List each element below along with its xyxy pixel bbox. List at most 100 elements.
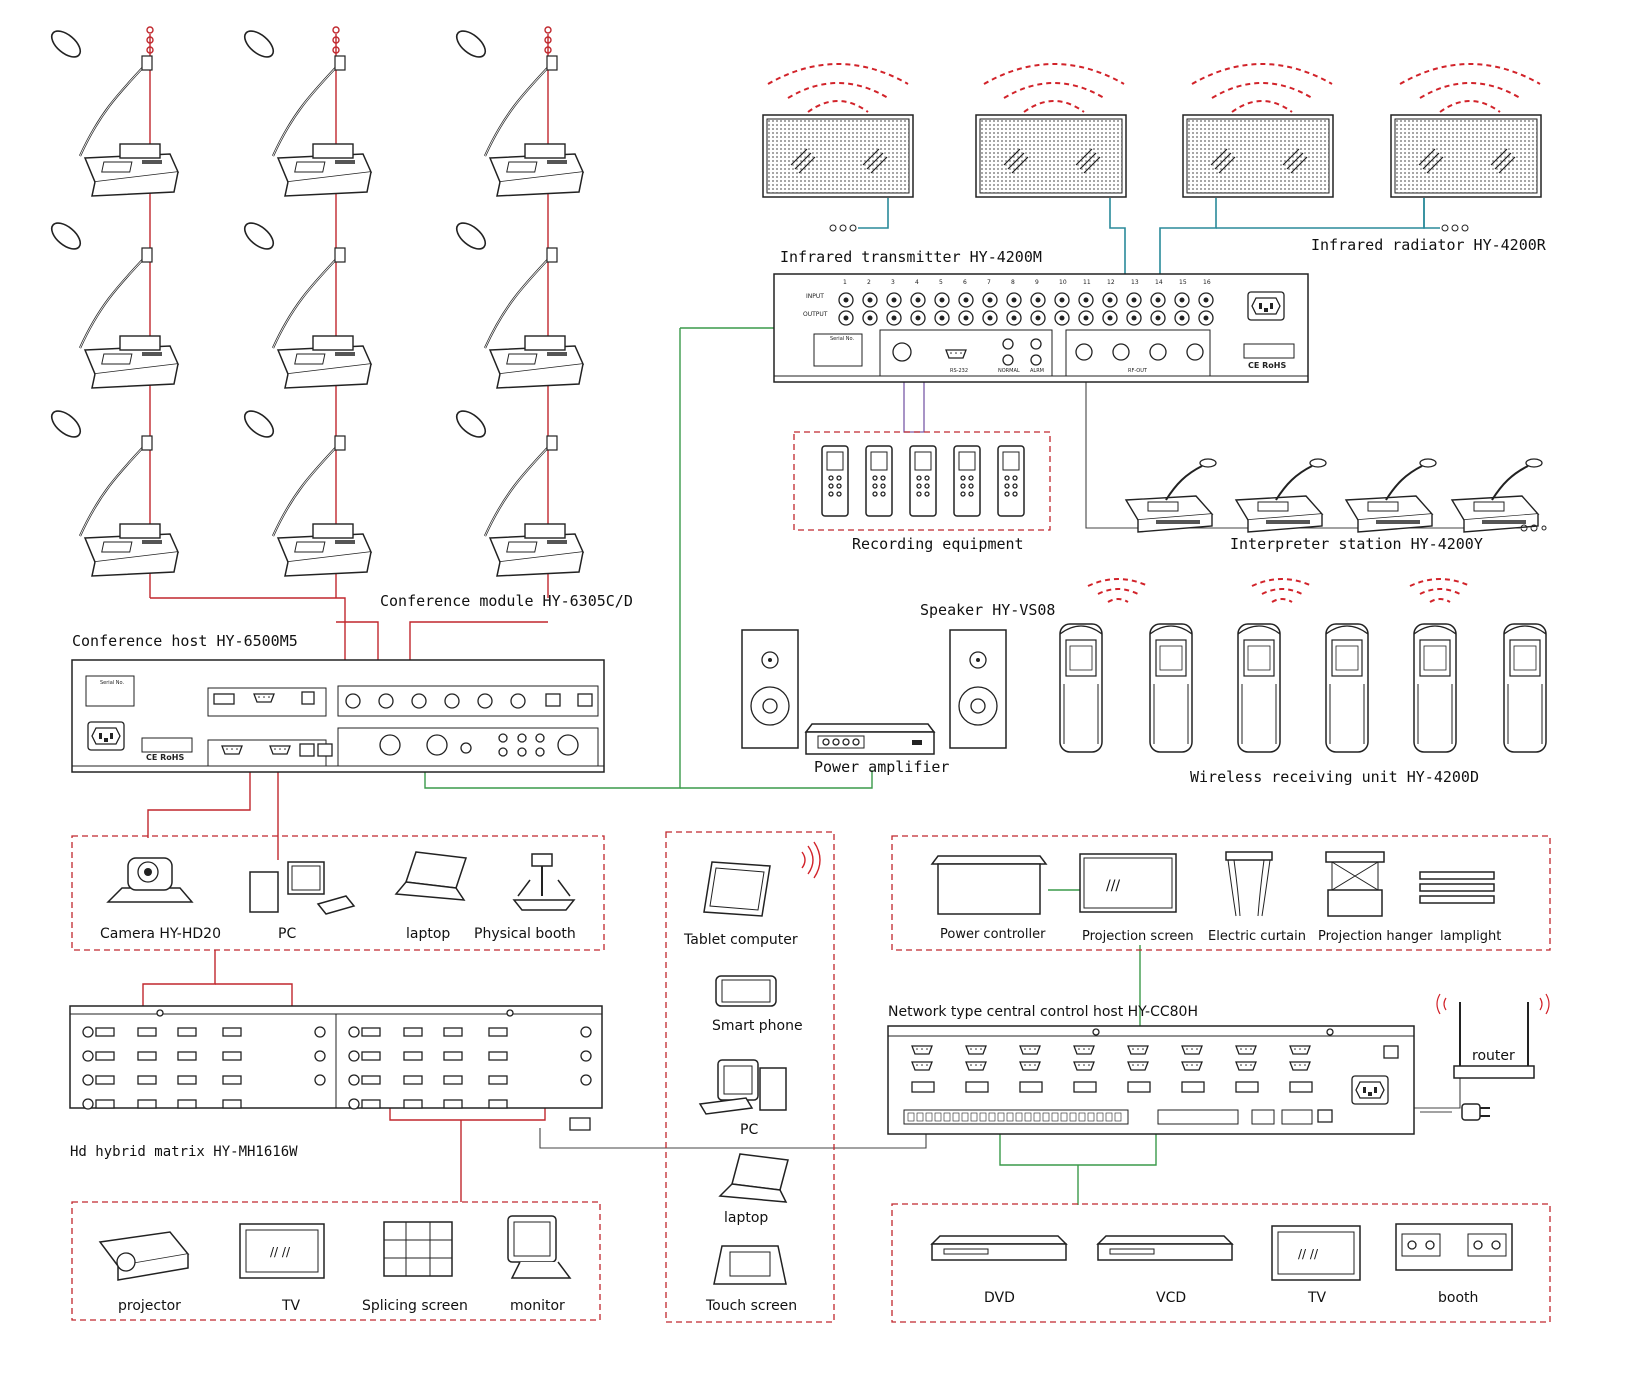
terminal-block-icon xyxy=(965,1081,989,1093)
channel-number: 9 xyxy=(1035,279,1039,286)
com-port-icon xyxy=(1073,1061,1095,1071)
central-control-panel xyxy=(887,1025,1415,1135)
recorders xyxy=(821,445,1025,517)
smartphone-icon xyxy=(715,975,777,1007)
speaker-icon xyxy=(949,629,1007,749)
lamplight-icon xyxy=(1419,871,1495,904)
com-port-icon xyxy=(911,1061,933,1071)
booth-label: booth xyxy=(1438,1290,1478,1306)
tablet-label: Tablet computer xyxy=(683,932,798,948)
com-port-icon xyxy=(1073,1045,1095,1055)
infrared-radiators xyxy=(762,63,1542,232)
mic-unit-icon xyxy=(239,25,373,198)
infrared-transmitter-label: Infrared transmitter HY-4200M xyxy=(780,248,1042,266)
speaker-icon xyxy=(741,629,799,749)
com-port-icon xyxy=(1181,1045,1203,1055)
physical-booth-label: Physical booth xyxy=(474,926,576,942)
tape-deck-icon xyxy=(1395,1223,1513,1271)
channel-number: 7 xyxy=(987,279,991,286)
power-plug-icon xyxy=(1461,1103,1490,1121)
db9-port-icon xyxy=(221,745,243,755)
interpreter-station-icon xyxy=(1235,458,1327,533)
wireless-wave-icon xyxy=(1087,578,1149,603)
tv-icon: // // xyxy=(239,1223,325,1279)
touch-screen-label: Touch screen xyxy=(705,1298,797,1314)
power-amplifier-label: Power amplifier xyxy=(814,758,949,776)
svg-text:// //: // // xyxy=(1298,1247,1319,1261)
tablet-icon xyxy=(703,841,821,917)
room-control-group xyxy=(891,835,1551,951)
com-port-icon xyxy=(1019,1045,1041,1055)
db9-port-icon xyxy=(269,745,291,755)
mic-unit-icon xyxy=(46,405,180,578)
dvd-label: DVD xyxy=(984,1290,1015,1306)
com-port-icon xyxy=(1235,1045,1257,1055)
av-source-group xyxy=(71,835,605,951)
recorder-icon xyxy=(821,445,849,517)
wireless-unit-label: Wireless receiving unit HY-4200D xyxy=(1190,768,1479,786)
ir-wave-icon xyxy=(767,63,909,113)
rohs-mark: CE RoHS xyxy=(146,753,184,762)
recorder-icon xyxy=(909,445,937,517)
power-amplifier-icon xyxy=(804,723,936,755)
com-port-icon xyxy=(1127,1045,1149,1055)
monitor-icon xyxy=(507,1215,572,1279)
alarm-label: ALRM xyxy=(1030,368,1044,374)
power-controller-icon xyxy=(930,855,1048,915)
ir-radiator-icon xyxy=(1390,114,1542,198)
terminal-block-icon xyxy=(1289,1081,1313,1093)
mic-unit-icon xyxy=(451,405,585,578)
svg-text:// //: // // xyxy=(270,1245,291,1259)
laptop-icon xyxy=(394,851,468,901)
camera-label: Camera HY-HD20 xyxy=(100,926,221,942)
channel-number: 12 xyxy=(1107,279,1115,286)
channel-number: 15 xyxy=(1179,279,1187,286)
projection-screen-label: Projection screen xyxy=(1082,929,1194,944)
db9-port-icon xyxy=(253,693,275,703)
channel-number: 13 xyxy=(1131,279,1139,286)
projector-label: projector xyxy=(118,1298,181,1314)
conference-host-panel: Serial No. CE RoHS xyxy=(71,659,605,773)
central-control-label: Network type central control host HY-CC8… xyxy=(888,1004,1198,1020)
electric-curtain-label: Electric curtain xyxy=(1208,929,1306,944)
dvd-player-icon xyxy=(930,1235,1068,1261)
receiver-icon xyxy=(1059,623,1103,753)
serial-label: Serial No. xyxy=(100,680,124,686)
smart-phone-label: Smart phone xyxy=(712,1018,803,1034)
pc2-label: PC xyxy=(740,1122,758,1138)
terminal-block-icon xyxy=(1235,1081,1259,1093)
tv2-label: TV xyxy=(1307,1290,1327,1306)
speaker-label: Speaker HY-VS08 xyxy=(920,601,1055,619)
svg-text:///: /// xyxy=(1106,878,1120,894)
receiver-icon xyxy=(1413,623,1457,753)
pc2-icon xyxy=(698,1059,787,1115)
power-inlet-icon xyxy=(1351,1075,1389,1105)
wireless-wave-icon xyxy=(1409,578,1471,603)
com-port-icon xyxy=(1289,1045,1311,1055)
recording-equipment-label: Recording equipment xyxy=(852,535,1024,553)
tv2-icon: // // xyxy=(1271,1225,1361,1281)
laptop2-icon xyxy=(718,1153,789,1203)
power-controller-label: Power controller xyxy=(940,927,1046,942)
recorder-icon xyxy=(865,445,893,517)
com-port-icon xyxy=(965,1061,987,1071)
terminal-block-icon xyxy=(1019,1081,1043,1093)
receiver-icon xyxy=(1237,623,1281,753)
projector-icon xyxy=(98,1231,190,1281)
pc-label: PC xyxy=(278,926,296,942)
rf-out-label: RF-OUT xyxy=(1128,368,1148,374)
projection-screen-icon: /// xyxy=(1079,853,1177,913)
power-inlet-icon xyxy=(1247,291,1285,321)
hybrid-matrix-panel xyxy=(69,1005,603,1131)
conference-mic-units xyxy=(46,25,585,578)
transmitter-rohs-mark: CE RoHS xyxy=(1248,361,1286,370)
lamplight-label: lamplight xyxy=(1440,929,1501,944)
channel-number: 2 xyxy=(867,279,871,286)
com-port-icon xyxy=(1127,1061,1149,1071)
splicing-screen-label: Splicing screen xyxy=(362,1298,468,1314)
channel-number: 4 xyxy=(915,279,919,286)
receiver-icon xyxy=(1503,623,1547,753)
mic-unit-icon xyxy=(46,217,180,390)
recorder-icon xyxy=(953,445,981,517)
